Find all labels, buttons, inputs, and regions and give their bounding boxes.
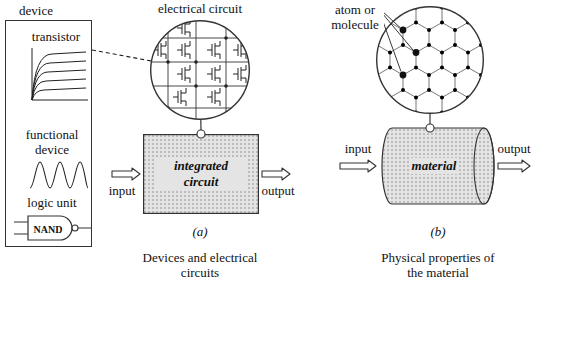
drawing-part [224,84,228,88]
drawing-part [377,7,484,114]
circuit-box: integrated circuit [143,134,259,214]
drawing-part [32,61,86,100]
drawing-part [177,65,190,83]
flow-label: input [109,183,136,198]
gate-bubble [72,225,78,231]
circle-outline [151,21,250,120]
flow-label: input [345,141,372,156]
zoom-stem [200,120,201,130]
drawing-part [150,20,250,120]
text-slot: integrated circuit [156,158,246,190]
magnifier-circle-outline [150,20,250,120]
box-label: integrated circuit [156,158,246,190]
leader-lines [381,11,413,72]
text-slot: NAND [28,221,68,237]
drawing-part [400,72,407,79]
gate-body [28,216,72,240]
drawing-part [224,36,228,40]
drawing-part [112,168,140,180]
magnifier-circle: electrical circuit [150,20,250,120]
circle-heading: electrical circuit [158,1,242,16]
panel-letter: (a) [192,224,207,239]
zoom-stem [429,114,430,124]
cylinder-body [382,128,494,204]
text-slot: (b) [418,224,458,239]
drawing-part [166,60,170,64]
drawing-part [207,65,220,83]
text-slot: Devices and electrical circuits [141,250,259,280]
drawing-part [32,70,86,100]
zoom-leader [92,50,151,61]
drawing-part [377,7,484,114]
drawing-part [413,49,420,56]
text-slot: atom or molecule [326,2,384,32]
text-slot: electrical circuit [135,1,265,16]
text-slot: input [97,183,147,198]
drawing-part [32,88,86,100]
text-slot: material [389,158,479,174]
drawing-part [262,168,290,180]
text-slot: logic unit [12,195,92,210]
box-heading: device [19,3,53,18]
text-slot: transistor [16,29,96,44]
drawing-part [150,20,250,120]
probe-point [197,130,205,138]
box-label: material [410,158,459,174]
probe-point [426,124,434,132]
device-name: logic unit [27,195,76,210]
drawing-part [32,79,86,100]
text-slot: input [333,141,383,156]
text-slot: (a) [180,224,220,239]
flow-label: output [497,141,530,156]
transistor-curves [32,48,88,100]
panel-letter: (b) [430,224,445,239]
drawing-part [166,36,228,110]
device-name: transistor [32,29,80,44]
circle-outline [377,7,484,114]
flow-label: output [261,183,294,198]
callout-label: atom or molecule [326,2,384,32]
drawing-part [32,52,86,100]
circuit-drawing [150,19,250,120]
drawing-part [32,48,88,100]
box-outline [144,135,259,214]
drawing-part [173,88,186,106]
gate-label: NAND [34,223,63,237]
text-slot: output [489,141,539,156]
drawing-part [177,41,190,59]
drawing-part [194,60,198,64]
text-slot: functional device [12,127,92,157]
drawing-part [498,160,530,172]
drawing-part [400,27,420,79]
material-cylinder: material [382,128,494,204]
drawing-part [233,65,246,83]
device-box: devicetransistorfunctional devicelogic u… [5,20,92,247]
drawing-part [400,27,407,34]
atom-lattice [377,7,484,114]
drawing-part [194,84,198,88]
text-slot: output [253,183,303,198]
drawing-part [207,88,220,106]
drawing-part [233,41,246,59]
magnifier-circle-outline [376,6,484,114]
panel-caption: Devices and electrical circuits [141,250,259,280]
panel-caption: Physical properties of the material [379,250,497,280]
wave-icon [30,162,88,188]
nand-gate: NAND [28,216,72,240]
cylinder-end [474,128,494,204]
drawing-part [207,41,220,59]
device-name: functional device [12,127,92,157]
magnifier-circle: atom or molecule [376,6,484,114]
text-slot: Physical properties of the material [379,250,497,280]
drawing-part [340,160,376,172]
text-slot: device [6,3,66,18]
